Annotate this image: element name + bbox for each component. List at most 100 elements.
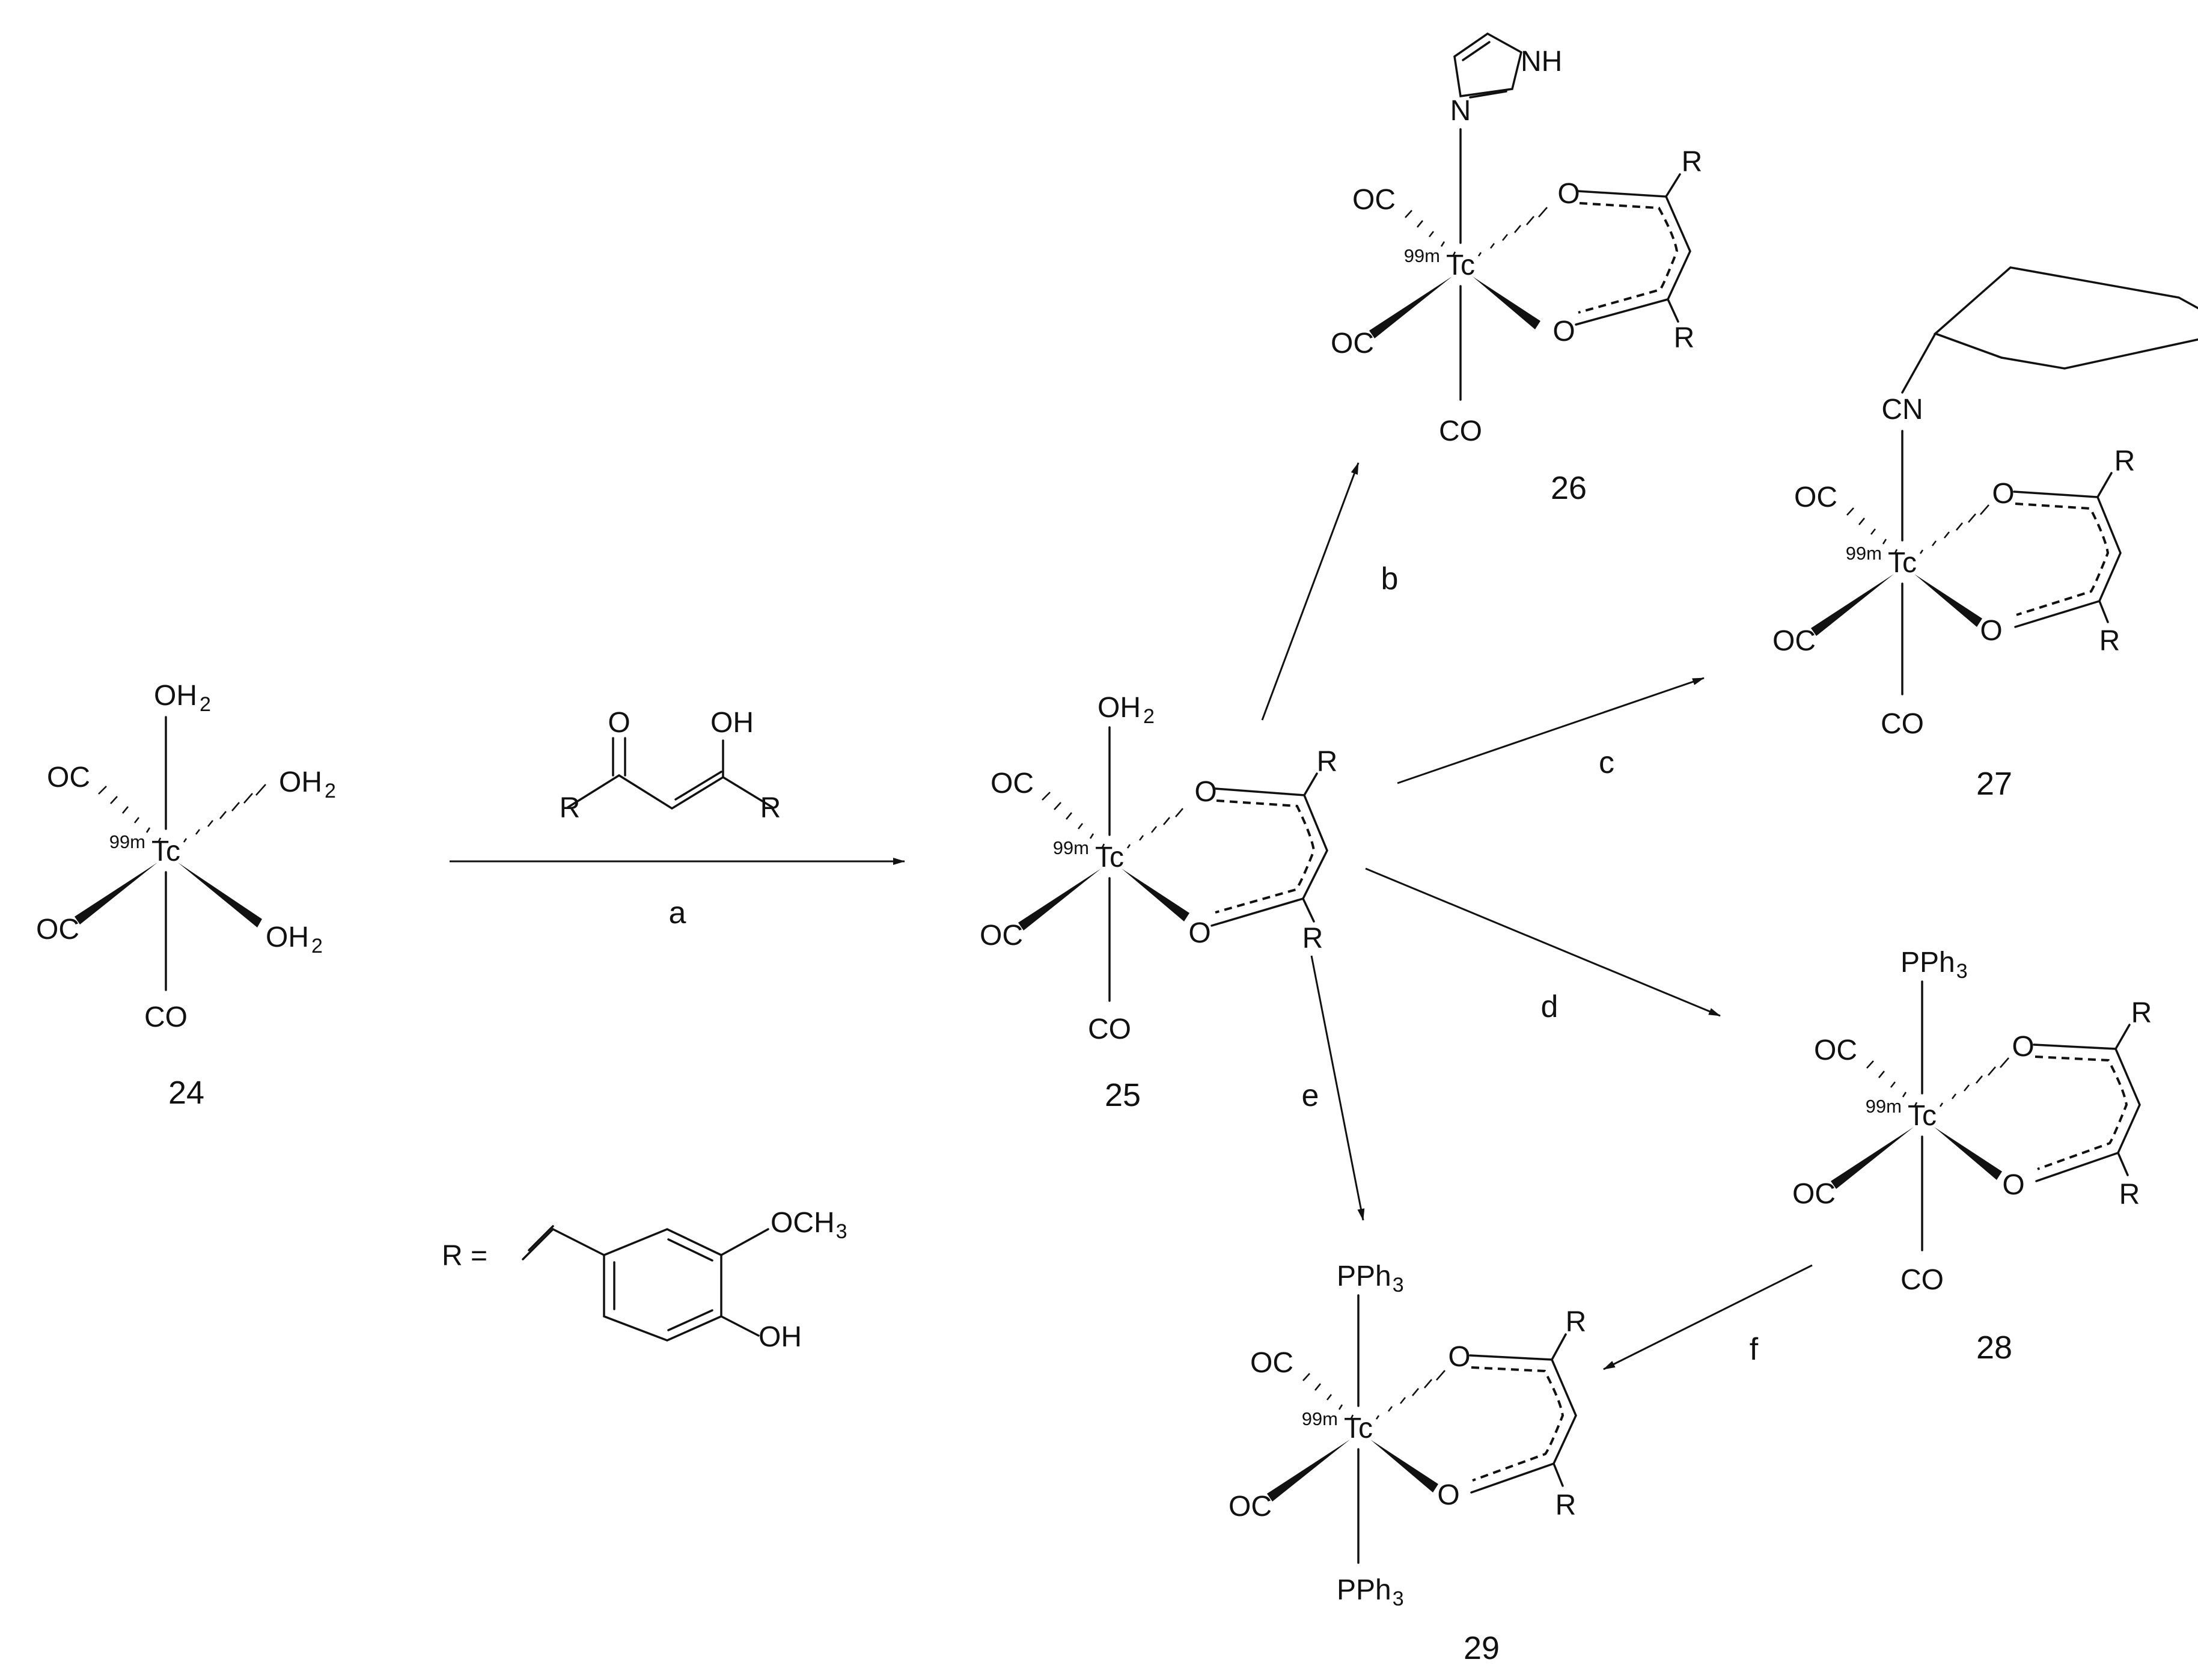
step-label: c	[1599, 745, 1614, 780]
co-ligand: CO	[1439, 415, 1482, 447]
co-ligand: OC	[1352, 184, 1396, 216]
co-ligand: OC	[36, 914, 79, 945]
r-group: R	[1674, 322, 1695, 354]
pph3-ligand: PPh3	[1337, 1260, 1404, 1297]
wedge-bond	[1267, 1440, 1350, 1501]
r-group: R	[560, 792, 581, 824]
r-group: R	[2119, 1179, 2140, 1211]
o-atom: O	[2002, 1169, 2024, 1201]
pph3-ligand: PPh3	[1900, 947, 1968, 983]
hash-bond	[1302, 1373, 1354, 1419]
wedge-bond	[1473, 276, 1540, 329]
co-ligand: OC	[991, 768, 1034, 799]
methoxy-group: OCH3	[771, 1207, 847, 1243]
hash-bond	[98, 786, 162, 842]
hash-bond	[1042, 792, 1105, 848]
r-group: R	[2099, 625, 2120, 657]
hash-bond	[1846, 507, 1898, 554]
arrow-d	[1365, 867, 1721, 1017]
compound-label: 26	[1551, 470, 1587, 506]
co-ligand: CO	[1881, 708, 1924, 740]
co-ligand: CO	[1900, 1264, 1944, 1296]
co-ligand: OC	[1792, 1178, 1836, 1210]
o-atom: O	[1194, 776, 1217, 808]
co-ligand: OC	[1772, 625, 1816, 657]
r-group: R	[760, 792, 781, 824]
wedge-bond	[1914, 574, 1982, 627]
co-ligand: CO	[1088, 1013, 1131, 1045]
hash-bond	[1375, 1370, 1445, 1420]
co-ligand: CO	[144, 1001, 188, 1033]
phenol-oh: OH	[759, 1321, 802, 1353]
imidazole-n: N	[1450, 95, 1471, 127]
co-ligand: OC	[1331, 328, 1374, 359]
o-atom: O	[1557, 178, 1580, 210]
hash-bond	[1126, 808, 1183, 849]
imidazole-ring	[1453, 32, 1523, 97]
r-group: R	[2131, 997, 2152, 1029]
compound-label: 24	[168, 1075, 204, 1111]
tc-atom: Tc	[1095, 842, 1124, 873]
tc-atom: Tc	[1888, 547, 1917, 579]
co-ligand: OC	[980, 920, 1023, 951]
co-ligand: OC	[47, 762, 90, 793]
hydroxyl-group: OH	[710, 707, 754, 739]
co-ligand: OC	[1794, 481, 1837, 513]
hash-bond	[1405, 210, 1456, 256]
co-ligand: OC	[1250, 1347, 1293, 1379]
compound-28: PPh3 Tc 99m O O R R OC OC CO	[1792, 947, 2152, 1296]
arrow-e	[1310, 955, 1365, 1221]
step-label: a	[669, 896, 686, 930]
isotope-label: 99m	[1846, 543, 1882, 564]
isotope-label: 99m	[109, 831, 145, 852]
r-group: R	[1682, 146, 1703, 178]
wedge-bond	[1831, 1127, 1914, 1189]
compound-label: 27	[1976, 766, 2012, 802]
co-ligand: OC	[1814, 1034, 1857, 1066]
reagent-curcuminoid: O OH R R	[560, 707, 781, 824]
compound-26: N NH Tc 99m O O R R OC OC CO	[1331, 32, 1703, 447]
co-ligand: OC	[1229, 1491, 1272, 1523]
isotope-label: 99m	[1053, 837, 1089, 858]
imidazole-nh: NH	[1521, 46, 1562, 78]
step-label: f	[1750, 1332, 1759, 1367]
wedge-bond	[1122, 869, 1189, 921]
tc-atom: Tc	[1908, 1100, 1937, 1132]
r-group: R	[2114, 445, 2135, 477]
carbonyl-o: O	[608, 707, 630, 739]
step-label: e	[1302, 1078, 1319, 1113]
compound-label: 29	[1464, 1630, 1500, 1666]
r-group: R	[1317, 746, 1338, 778]
o-atom: O	[1448, 1341, 1470, 1373]
r-group: R	[1566, 1306, 1587, 1338]
arrow-c	[1397, 677, 1705, 784]
o-atom: O	[1188, 917, 1210, 949]
compound-27: CN Tc 99m O O R R OC OC CO	[1772, 266, 2198, 740]
isotope-label: 99m	[1866, 1096, 1902, 1117]
wedge-bond	[178, 863, 262, 927]
o-atom: O	[1552, 316, 1575, 347]
hash-bond	[1919, 504, 1989, 554]
isotope-label: 99m	[1404, 245, 1440, 266]
compound-label: 28	[1976, 1330, 2012, 1366]
tc-atom: Tc	[1344, 1413, 1373, 1444]
tc-atom: Tc	[151, 835, 180, 867]
wedge-bond	[1369, 276, 1452, 338]
cyclohexyl-ring	[1933, 266, 2198, 370]
arrow-b	[1261, 462, 1360, 721]
r-group-definition: R = OCH3 OH	[442, 1207, 847, 1353]
wedge-bond	[1370, 1440, 1438, 1492]
wedge-bond	[1018, 869, 1101, 930]
hash-bond	[1477, 207, 1548, 257]
arrow-f	[1603, 1264, 1813, 1370]
r-group: R	[1555, 1489, 1577, 1521]
wedge-bond	[1934, 1127, 2002, 1180]
benzene-ring	[603, 1228, 722, 1342]
wedge-bond	[1811, 574, 1894, 636]
compound-label: 25	[1105, 1077, 1141, 1113]
